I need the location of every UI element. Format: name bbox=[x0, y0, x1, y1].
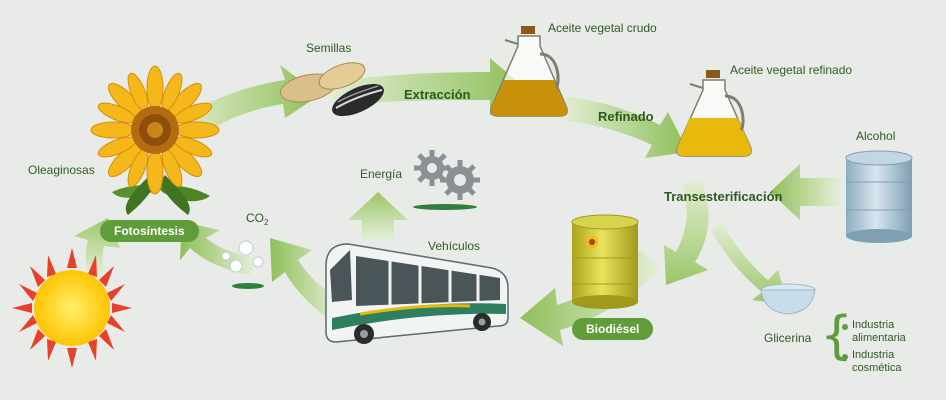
arrow-right-down bbox=[664, 178, 709, 285]
label-semillas: Semillas bbox=[306, 41, 352, 55]
label-fotosintesis: Fotosíntesis bbox=[100, 220, 199, 242]
refined-oil-jug-icon bbox=[676, 70, 752, 157]
crude-oil-jug-icon bbox=[490, 26, 568, 117]
label-biodiesel: Biodiésel bbox=[572, 318, 654, 340]
label-aceite-refinado: Aceite vegetal refinado bbox=[730, 63, 853, 77]
sunflower-icon bbox=[90, 65, 220, 215]
biodiesel-barrel-icon bbox=[571, 214, 639, 309]
label-refinado: Refinado bbox=[598, 109, 654, 124]
label-oleaginosas: Oleaginosas bbox=[28, 163, 95, 177]
arrow-from-alcohol bbox=[770, 164, 840, 220]
arrow-bottom-left bbox=[270, 238, 340, 320]
gears-icon bbox=[413, 150, 480, 210]
label-extraccion: Extracción bbox=[404, 87, 471, 102]
seeds-icon bbox=[279, 62, 384, 117]
label-transesterificacion: Transesterificación bbox=[664, 189, 783, 204]
label-industria-alimentaria: Industria alimentaria bbox=[852, 319, 906, 344]
sun-icon bbox=[12, 248, 132, 368]
label-vehiculos: Vehículos bbox=[428, 239, 481, 253]
arrow-top-right bbox=[560, 96, 688, 158]
label-aceite-crudo: Aceite vegetal crudo bbox=[548, 21, 657, 35]
label-co2-main: CO bbox=[246, 211, 264, 225]
glycerin-brace: { bbox=[820, 306, 854, 366]
alcohol-barrel-icon bbox=[845, 150, 913, 243]
bus-icon bbox=[325, 243, 509, 344]
label-co2: CO2 bbox=[246, 212, 268, 227]
label-co2-subscript: 2 bbox=[264, 218, 269, 227]
label-industria-cosmetica: Industria cosmética bbox=[852, 349, 902, 374]
bullet-cosmetica bbox=[842, 354, 848, 360]
label-glicerina: Glicerina bbox=[764, 331, 812, 345]
bullet-alimentaria bbox=[842, 324, 848, 330]
label-energia: Energía bbox=[360, 167, 403, 181]
arrow-to-energy bbox=[348, 192, 408, 240]
arrow-to-glycerin bbox=[712, 220, 788, 305]
co2-bubbles-icon bbox=[221, 240, 264, 273]
label-alcohol: Alcohol bbox=[856, 129, 896, 143]
glycerin-bowl-icon bbox=[760, 283, 816, 315]
